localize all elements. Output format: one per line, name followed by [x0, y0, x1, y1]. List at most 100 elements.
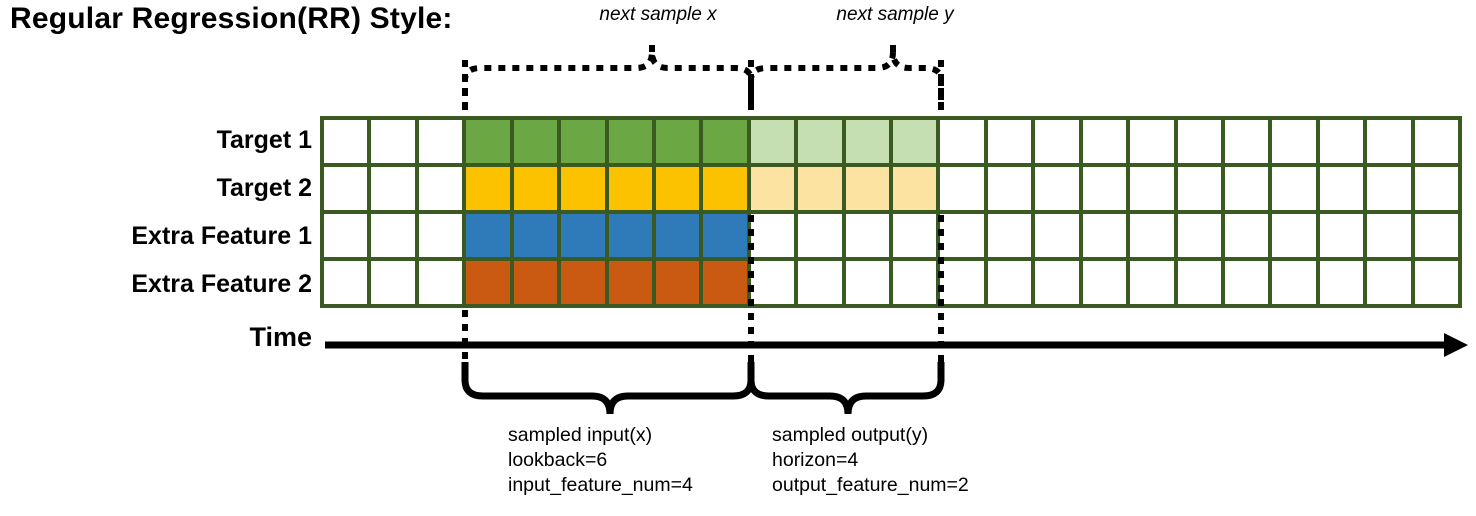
grid-cell-r4-c19 [1177, 261, 1221, 304]
grid-cell-r2-c6 [561, 167, 605, 210]
grid-cell-r4-c2 [371, 261, 415, 304]
grid-cell-r4-c12 [845, 261, 889, 304]
grid-cell-r3-c11 [798, 214, 842, 257]
grid-cell-r4-c4 [466, 261, 510, 304]
grid-cell-r2-c24 [1414, 167, 1458, 210]
grid-cell-r3-c2 [371, 214, 415, 257]
grid-cell-r1-c7 [608, 120, 652, 163]
grid-cell-r1-c12 [845, 120, 889, 163]
grid-cell-r1-c17 [1082, 120, 1127, 163]
grid-cell-r4-c14 [940, 261, 984, 304]
grid-cell-r1-c4 [466, 120, 510, 163]
grid-cell-r3-c16 [1035, 214, 1079, 257]
grid-cell-r1-c22 [1319, 120, 1364, 163]
grid-cell-r2-c23 [1367, 167, 1411, 210]
grid-cell-r3-c24 [1414, 214, 1458, 257]
sampled-output-title: sampled output(y) [772, 424, 929, 446]
grid-cell-r1-c13 [893, 120, 937, 163]
grid-cell-r2-c4 [466, 167, 510, 210]
grid-cell-r2-c3 [418, 167, 463, 210]
annotation-next-sample-x: next sample x [599, 4, 717, 25]
grid-cell-r3-c18 [1130, 214, 1174, 257]
sampled-input-title: sampled input(x) [508, 424, 653, 446]
grid-cell-r3-c13 [893, 214, 937, 257]
grid-cell-r3-c23 [1367, 214, 1411, 257]
grid-cell-r4-c15 [987, 261, 1032, 304]
grid-cell-r1-c23 [1367, 120, 1411, 163]
grid-cell-r2-c15 [987, 167, 1032, 210]
grid-cell-r1-c3 [418, 120, 463, 163]
grid-cell-r1-c1 [324, 120, 368, 163]
grid-cell-r3-c7 [608, 214, 652, 257]
annotation-next-sample-y: next sample y [836, 4, 954, 25]
grid-cell-r2-c18 [1130, 167, 1174, 210]
grid-cell-r1-c19 [1177, 120, 1221, 163]
grid-cell-r1-c15 [987, 120, 1032, 163]
grid-cell-r3-c6 [561, 214, 605, 257]
grid-cell-r2-c19 [1177, 167, 1221, 210]
grid-cell-r4-c13 [893, 261, 937, 304]
grid-cell-r2-c13 [893, 167, 937, 210]
annotation-sampled-output: sampled output(y) horizon=4 output_featu… [772, 423, 969, 498]
grid-cell-r2-c1 [324, 167, 368, 210]
grid-cell-r4-c3 [418, 261, 463, 304]
sampled-input-lookback: lookback=6 [508, 449, 608, 471]
grid-cell-r4-c1 [324, 261, 368, 304]
brace-sampled-input [461, 362, 755, 415]
grid-cell-r2-c17 [1082, 167, 1127, 210]
row-label-extra-feature-1: Extra Feature 1 [131, 222, 312, 250]
grid-cell-r2-c7 [608, 167, 652, 210]
grid-cell-r4-c9 [703, 261, 747, 304]
grid-cell-r3-c19 [1177, 214, 1221, 257]
brace-sampled-output [747, 362, 945, 415]
grid-cell-r3-c22 [1319, 214, 1364, 257]
sampled-output-featnum: output_feature_num=2 [772, 474, 969, 496]
grid-cell-r4-c11 [798, 261, 842, 304]
row-label-extra-feature-2: Extra Feature 2 [131, 270, 312, 298]
grid-cell-r4-c18 [1130, 261, 1174, 304]
grid-cell-r3-c14 [940, 214, 984, 257]
grid-cell-r4-c7 [608, 261, 652, 304]
row-label-column: Target 1 Target 2 Extra Feature 1 Extra … [50, 116, 312, 308]
grid-cell-r4-c23 [1367, 261, 1411, 304]
grid-cell-r2-c9 [703, 167, 747, 210]
brace-next-sample-y [748, 51, 944, 110]
grid-cell-r3-c9 [703, 214, 747, 257]
grid-cell-r2-c16 [1035, 167, 1079, 210]
timeseries-grid [320, 116, 1462, 308]
grid-cell-r4-c8 [655, 261, 700, 304]
time-axis-label: Time [249, 322, 312, 352]
row-label-target-1: Target 1 [216, 126, 312, 154]
grid-cell-r3-c12 [845, 214, 889, 257]
grid-cell-r4-c17 [1082, 261, 1127, 304]
grid-cell-r3-c10 [750, 214, 795, 257]
grid-cell-r4-c21 [1272, 261, 1316, 304]
grid-cell-r3-c8 [655, 214, 700, 257]
grid-cell-r4-c10 [750, 261, 795, 304]
grid-cell-r2-c8 [655, 167, 700, 210]
grid-cell-r2-c20 [1224, 167, 1269, 210]
sampled-output-horizon: horizon=4 [772, 449, 859, 471]
grid-cell-r1-c16 [1035, 120, 1079, 163]
grid-cell-r4-c20 [1224, 261, 1269, 304]
annotation-sampled-input: sampled input(x) lookback=6 input_featur… [508, 423, 693, 498]
grid-cell-r2-c11 [798, 167, 842, 210]
grid-cell-r1-c18 [1130, 120, 1174, 163]
grid-cell-r2-c5 [513, 167, 558, 210]
brace-next-sample-x [462, 51, 754, 110]
grid-cell-r3-c15 [987, 214, 1032, 257]
grid-cell-r1-c11 [798, 120, 842, 163]
grid-cell-r4-c16 [1035, 261, 1079, 304]
grid-cell-r3-c5 [513, 214, 558, 257]
grid-cell-r2-c22 [1319, 167, 1364, 210]
grid-cell-r4-c5 [513, 261, 558, 304]
page-title: Regular Regression(RR) Style: [10, 2, 453, 35]
sampled-input-featnum: input_feature_num=4 [508, 474, 693, 496]
grid-cell-r3-c3 [418, 214, 463, 257]
grid-cell-r1-c10 [750, 120, 795, 163]
grid-cell-r1-c21 [1272, 120, 1316, 163]
grid-cell-r1-c14 [940, 120, 984, 163]
grid-cell-r1-c24 [1414, 120, 1458, 163]
grid-cell-r3-c17 [1082, 214, 1127, 257]
grid-cell-r4-c22 [1319, 261, 1364, 304]
